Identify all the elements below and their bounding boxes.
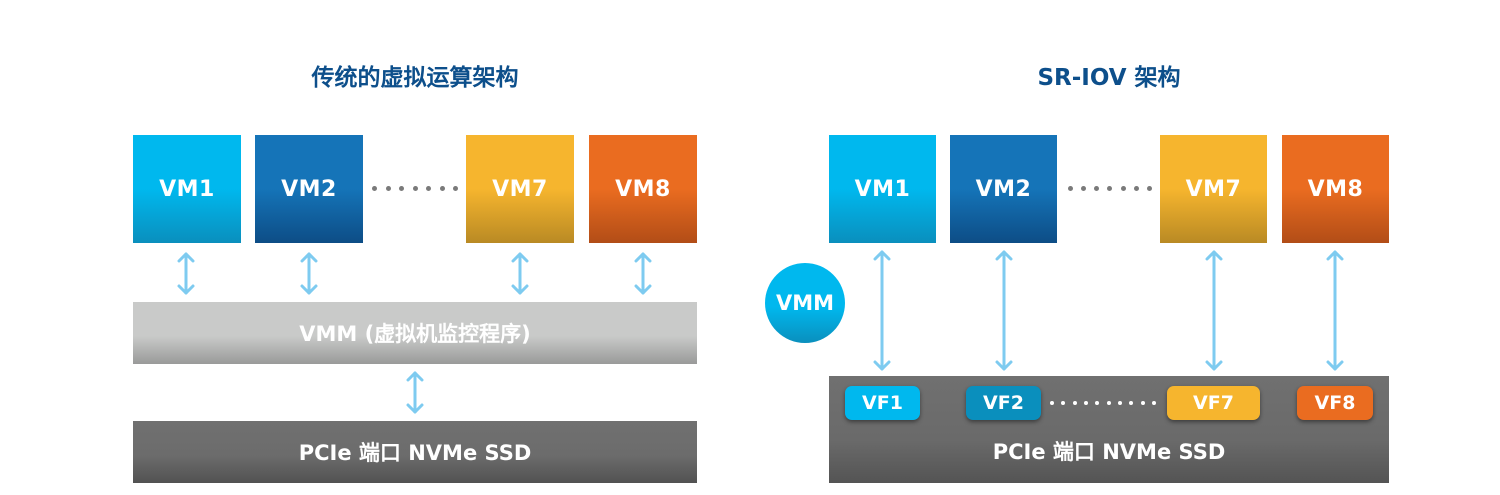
- right-vm2-double-arrow-icon: [995, 250, 1013, 371]
- right-nvme-ssd-label: PCIe 端口 NVMe SSD: [992, 440, 1226, 464]
- vmm-to-ssd-double-arrow-icon: [406, 371, 424, 414]
- vf7-badge: VF7: [1167, 386, 1260, 420]
- vf7-label: VF7: [1193, 392, 1234, 414]
- ellipsis-dot: [1140, 401, 1145, 405]
- ellipsis-dot: [1050, 401, 1054, 405]
- ellipsis-dot: [1094, 186, 1100, 191]
- vmm-circle: VMM: [765, 263, 845, 343]
- left-vm8-box: VM8: [589, 135, 697, 243]
- left-vm1-double-arrow-icon: [177, 252, 195, 295]
- left-vm1-label: VM1: [159, 176, 215, 202]
- vf8-label: VF8: [1314, 392, 1356, 414]
- right-vm1-double-arrow-icon: [873, 250, 891, 371]
- ellipsis-dot: [1117, 401, 1122, 405]
- ellipsis-dot: [399, 186, 404, 191]
- ellipsis-dot: [1120, 186, 1126, 191]
- ellipsis-dot: [426, 186, 431, 191]
- right-vm2-box: VM2: [950, 135, 1057, 243]
- left-vm8-label: VM8: [615, 176, 671, 202]
- left-vm7-label: VM7: [492, 176, 548, 202]
- traditional-architecture-title: 传统的虚拟运算架构: [311, 65, 519, 91]
- right-vm7-label: VM7: [1185, 176, 1242, 202]
- ellipsis-dot: [372, 186, 377, 191]
- ellipsis-dot: [1072, 401, 1077, 405]
- vf8-badge: VF8: [1297, 386, 1373, 420]
- ellipsis-dot: [1081, 186, 1087, 191]
- right-vm8-double-arrow-icon: [1326, 250, 1344, 371]
- ellipsis-dot: [439, 186, 445, 191]
- vf2-badge: VF2: [966, 386, 1041, 420]
- ellipsis-dot: [1133, 186, 1139, 191]
- right-nvme-ssd-panel: VF1 VF2 VF7 VF8 PCIe 端口 NVMe SSD: [829, 376, 1389, 483]
- ellipsis-dot: [385, 186, 391, 191]
- ellipsis-dot: [1146, 186, 1152, 191]
- ellipsis-dot: [1095, 401, 1100, 405]
- left-vm-ellipsis: [372, 186, 458, 191]
- ellipsis-dot: [1106, 401, 1111, 405]
- sr-iov-architecture-title: SR-IOV 架构: [1037, 65, 1181, 91]
- ellipsis-dot: [1129, 401, 1134, 405]
- vf1-label: VF1: [862, 392, 903, 414]
- ellipsis-dot: [1083, 401, 1088, 405]
- right-vm1-label: VM1: [854, 176, 911, 202]
- left-vm2-label: VM2: [281, 176, 337, 202]
- vf2-label: VF2: [983, 392, 1024, 414]
- ellipsis-dot: [1107, 186, 1113, 191]
- left-vm7-double-arrow-icon: [511, 252, 529, 295]
- vmm-hypervisor-label: VMM (虚拟机监控程序): [299, 322, 531, 346]
- vmm-circle-label: VMM: [775, 291, 835, 315]
- vf-ellipsis: [1050, 401, 1156, 405]
- vf1-badge: VF1: [845, 386, 920, 420]
- left-vm1-box: VM1: [133, 135, 241, 243]
- left-vm7-box: VM7: [466, 135, 574, 243]
- right-vm1-box: VM1: [829, 135, 936, 243]
- ellipsis-dot: [412, 186, 418, 191]
- left-nvme-ssd-label: PCIe 端口 NVMe SSD: [298, 441, 532, 465]
- vmm-hypervisor-bar: VMM (虚拟机监控程序): [133, 302, 697, 364]
- left-vm8-double-arrow-icon: [634, 252, 652, 295]
- left-vm2-double-arrow-icon: [300, 252, 318, 295]
- right-vm8-label: VM8: [1307, 176, 1364, 202]
- right-vm7-box: VM7: [1160, 135, 1267, 243]
- ellipsis-dot: [453, 186, 458, 191]
- right-vm2-label: VM2: [975, 176, 1032, 202]
- left-vm2-box: VM2: [255, 135, 363, 243]
- ellipsis-dot: [1151, 401, 1156, 405]
- ellipsis-dot: [1061, 401, 1066, 405]
- ellipsis-dot: [1068, 186, 1073, 191]
- left-nvme-ssd-bar: PCIe 端口 NVMe SSD: [133, 421, 697, 483]
- right-vm7-double-arrow-icon: [1205, 250, 1223, 371]
- right-vm8-box: VM8: [1282, 135, 1389, 243]
- right-vm-ellipsis: [1068, 186, 1152, 191]
